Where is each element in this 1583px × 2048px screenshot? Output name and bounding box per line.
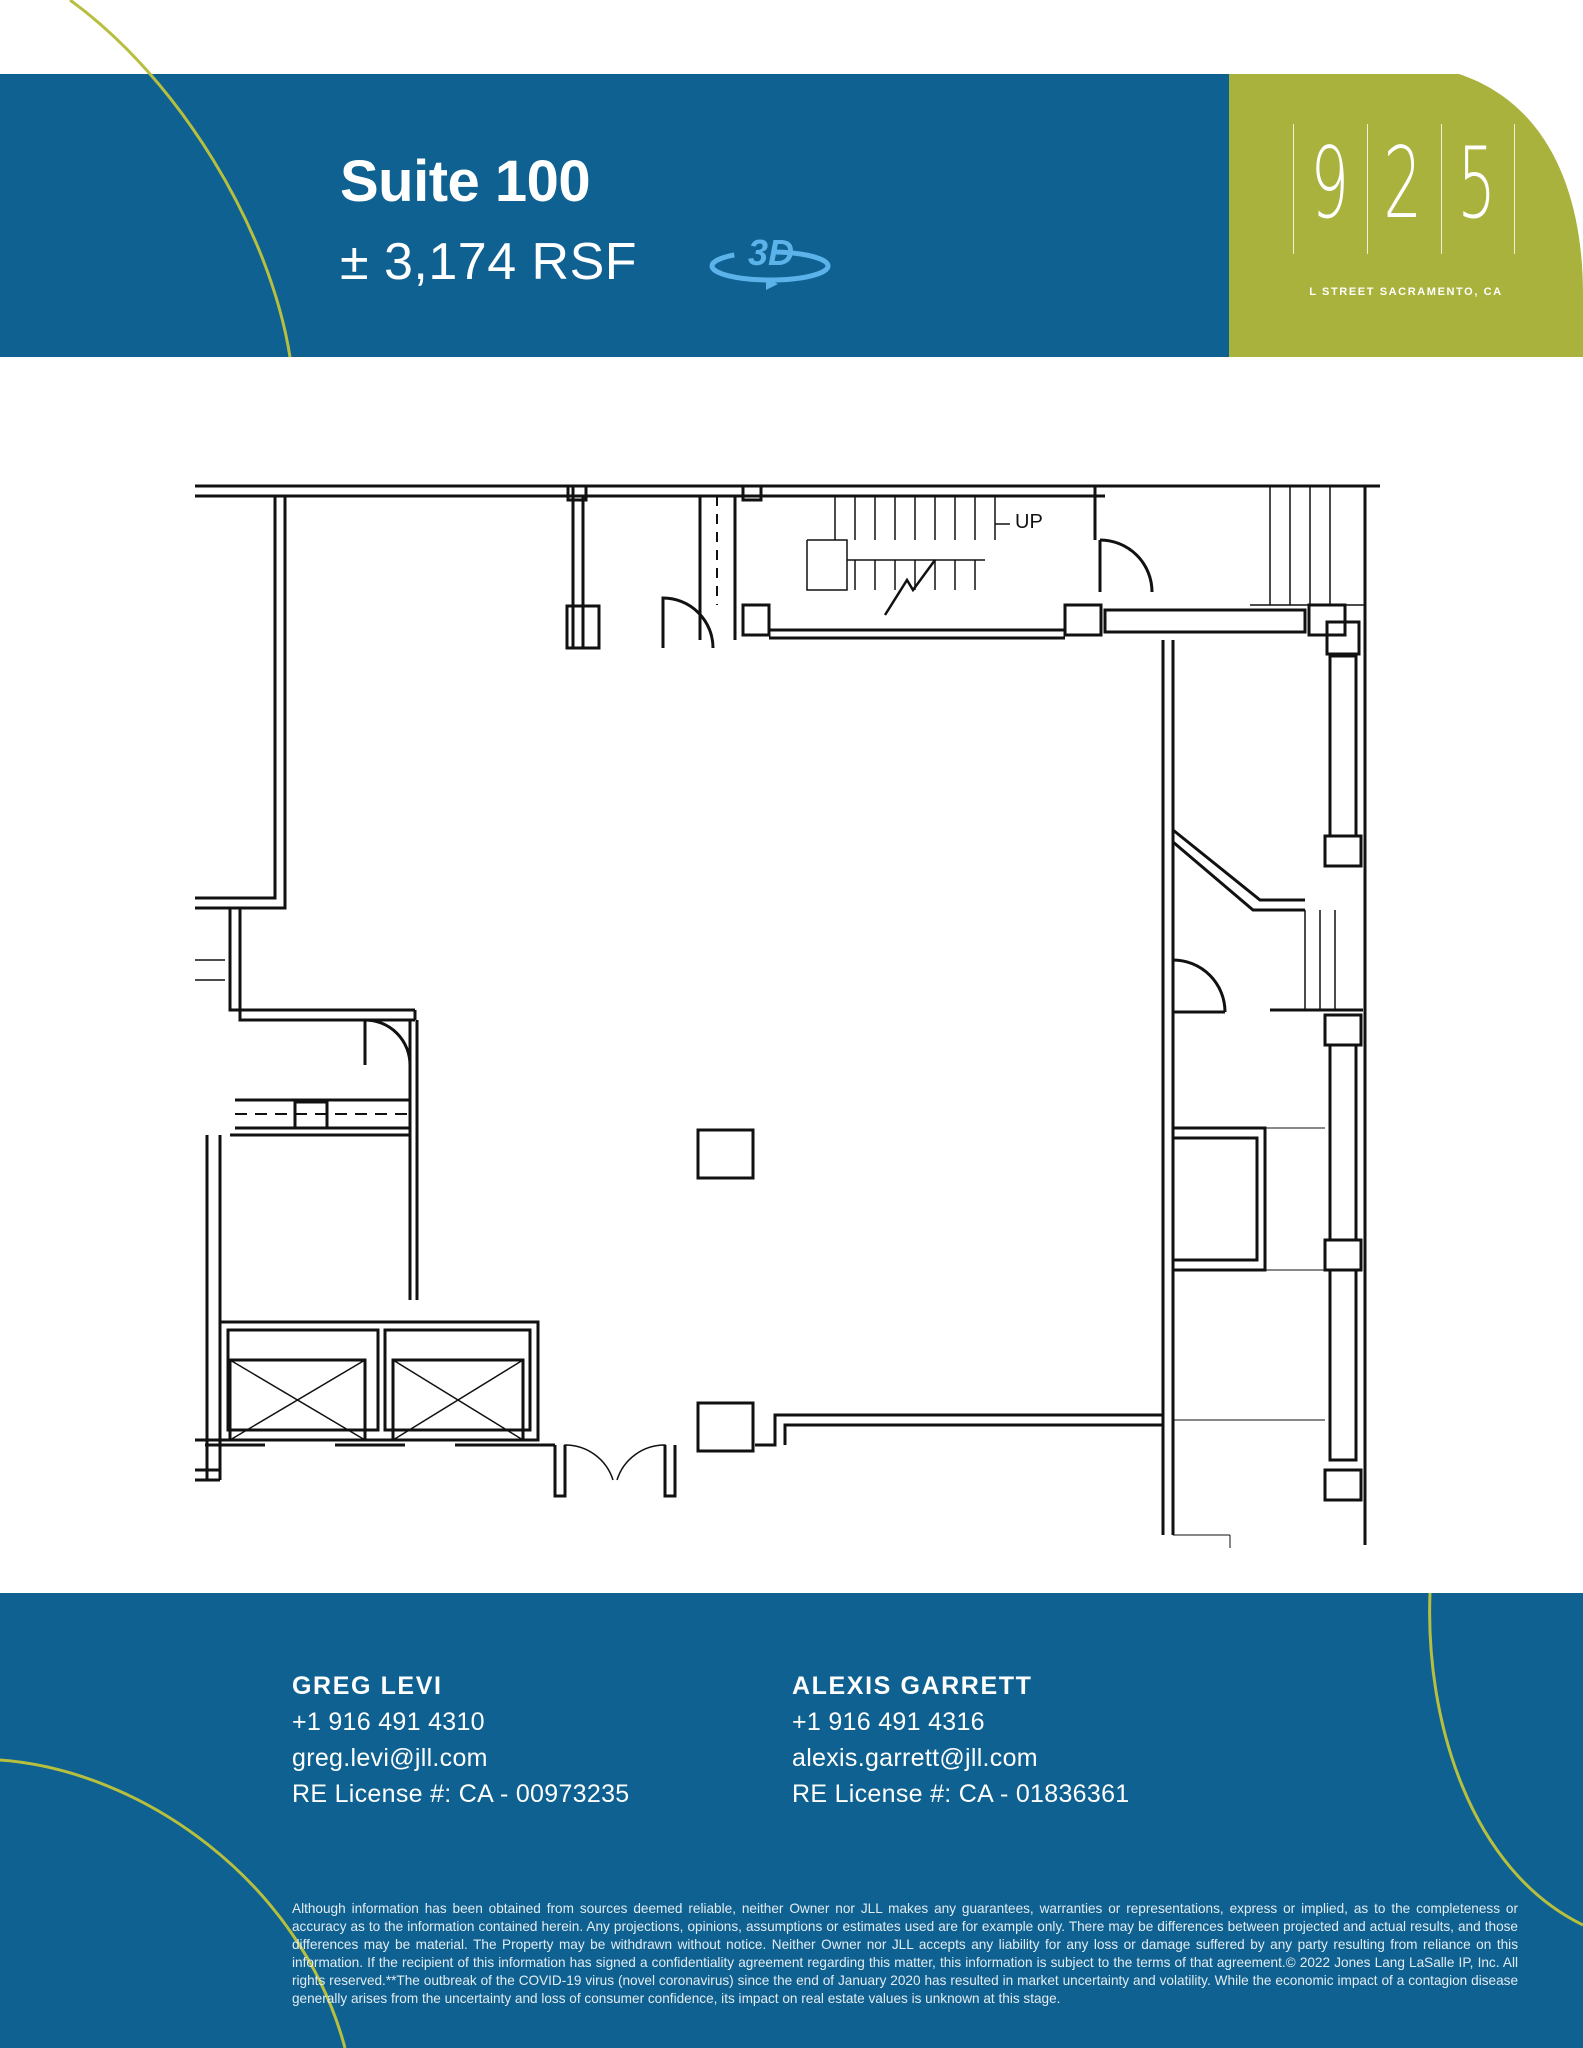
contact-greg-levi: GREG LEVI +1 916 491 4310 greg.levi@jll.… (292, 1668, 629, 1812)
contact-name: ALEXIS GARRETT (792, 1672, 1033, 1700)
3d-tour-label: 3D (747, 232, 795, 273)
logo-digit: 2 (1383, 127, 1423, 241)
logo-digit: 9 (1310, 127, 1349, 241)
suite-title: Suite 100 (340, 149, 591, 214)
contact-license: RE License #: CA - 00973235 (292, 1780, 630, 1808)
3d-orbit-icon (709, 249, 831, 290)
suite-size: ± 3,174 RSF (340, 233, 638, 291)
contact-alexis-garrett: ALEXIS GARRETT +1 916 491 4316 alexis.ga… (792, 1668, 1129, 1812)
stair-up-label: UP (1015, 511, 1043, 533)
floor-plan-drawing: UP (195, 484, 1380, 1548)
contact-license: RE License #: CA - 01836361 (792, 1780, 1130, 1808)
contact-name: GREG LEVI (292, 1672, 443, 1700)
logo-corner-cut (1459, 74, 1583, 294)
building-logo: 9 2 5 L STREET SACRAMENTO, CA (1229, 74, 1583, 357)
logo-digits: 9 2 5 (1293, 114, 1513, 254)
contact-phone[interactable]: +1 916 491 4310 (292, 1708, 485, 1736)
3d-tour-button[interactable]: 3D (706, 232, 834, 292)
contact-email[interactable]: alexis.garrett@jll.com (792, 1744, 1038, 1772)
legal-disclaimer: Although information has been obtained f… (292, 1901, 1518, 2006)
logo-caption: L STREET SACRAMENTO, CA (1309, 286, 1503, 298)
logo-digit: 5 (1456, 127, 1496, 241)
contact-phone[interactable]: +1 916 491 4316 (792, 1708, 985, 1736)
contact-email[interactable]: greg.levi@jll.com (292, 1744, 488, 1772)
